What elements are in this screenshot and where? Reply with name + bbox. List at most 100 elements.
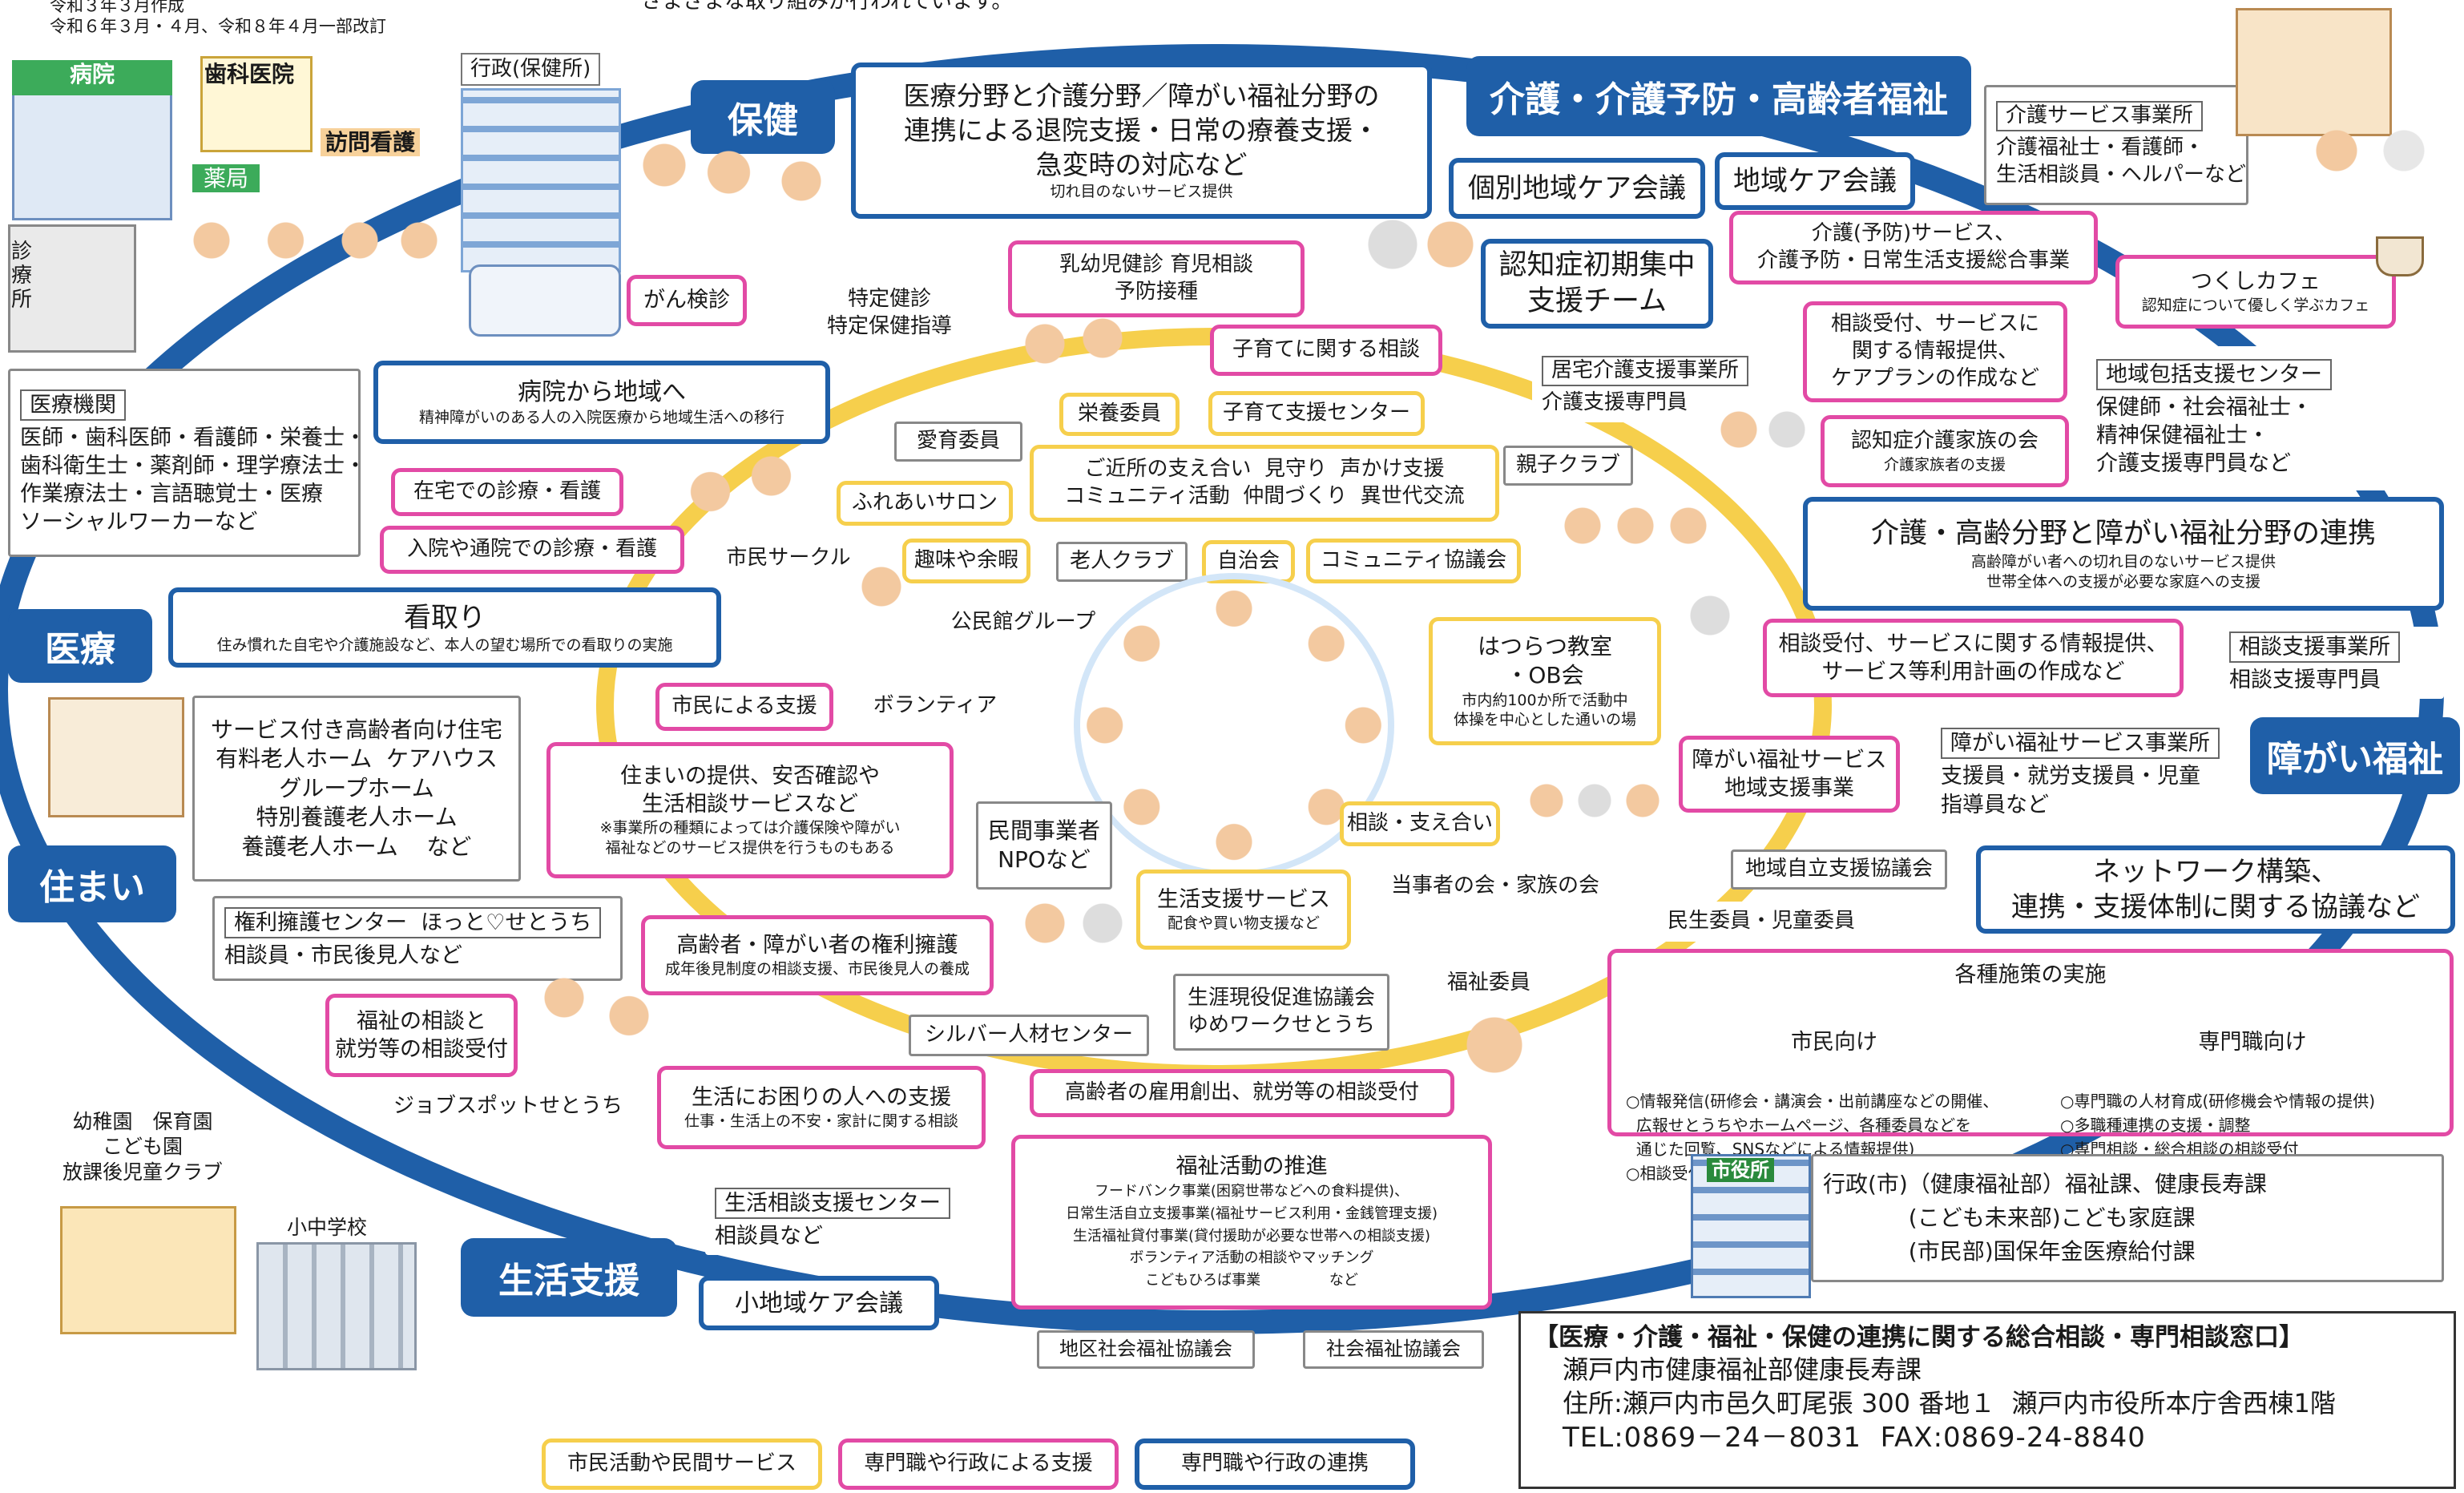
dementia-family-main: 認知症介護家族の会 (1850, 428, 2039, 453)
hospital-to-community-main: 病院から地域へ (518, 378, 686, 407)
kindergarten-building-icon (60, 1206, 236, 1334)
housing-provision-box: 住まいの提供、安否確認や 生活相談サービスなど ※事業所の種類によっては介護保険… (546, 742, 954, 878)
welfare-promotion-box: 福祉活動の推進 フードバンク事業(困窮世帯などへの食料提供)、 日常生活自立支援… (1011, 1135, 1492, 1309)
counseling-desk-illustration-icon (521, 962, 665, 1082)
category-seikatsu: 生活支援 (461, 1238, 677, 1317)
category-iryo: 医療 (8, 609, 152, 683)
neighbor-support: ご近所の支え合い 見守り 声かけ支援 コミュニティ活動 仲間づくり 異世代交流 (1030, 445, 1499, 522)
hospital-to-community-box: 病院から地域へ 精神障がいのある人の入院医療から地域生活への移行 (373, 361, 830, 444)
group-meeting-illustration-icon (1506, 761, 1667, 874)
medical-institution-body: 医師・歯科医師・看護師・栄養士・ 歯科衛生士・薬剤師・理学療法士・ 作業療法士・… (20, 425, 366, 535)
elderly-disability-link-box: 介護・高齢分野と障がい福祉分野の連携 高齢障がい者への切れ目のないサービス提供 … (1803, 497, 2444, 611)
inpatient-outpatient: 入院や通院での診療・看護 (380, 526, 684, 574)
advocacy-box: 高齢者・障がい者の権利擁護 成年後見制度の相談支援、市民後見人の養成 (641, 915, 994, 995)
advocacy-main: 高齢者・障がい者の権利擁護 (676, 933, 958, 958)
family-meeting-illustration-icon (1703, 401, 1823, 497)
date-lines: 令和３年３月作成 令和６年３月・４月、令和８年４月一部改訂 (50, 0, 386, 37)
advocacy-sub: 成年後見制度の相談支援、市民後見人の養成 (664, 960, 970, 979)
dementia-family-box: 認知症介護家族の会 介護家族者の支援 (1821, 415, 2069, 487)
admin-health-label: 行政(保健所) (461, 53, 601, 86)
small-area-meeting: 小地域ケア会議 (699, 1276, 939, 1330)
community-council: コミュニティ協議会 (1306, 539, 1521, 583)
individual-care-meeting: 個別地域ケア会議 (1449, 158, 1705, 219)
dementia-family-sub: 介護家族者の支援 (1883, 455, 2006, 474)
tsukushi-cafe-sub: 認知症について優しく学ぶカフェ (2141, 297, 2370, 315)
life-consult-center-body: 相談員など (715, 1224, 823, 1249)
disability-office-body: 支援員・就労支援員・児童 指導員など (1941, 764, 2200, 817)
area-care-meeting: 地域ケア会議 (1715, 152, 1915, 210)
nursery-label: 幼稚園 保育園 こども園 放課後児童クラブ (63, 1110, 224, 1184)
childcare-center: 子育て支援センター (1208, 391, 1425, 436)
caregiver-illustration-icon (2260, 96, 2452, 232)
discharge-support-main: 医療分野と介護分野／障がい福祉分野の 連携による退院支援・日常の療養支援・ 急変… (903, 79, 1380, 180)
citizen-support: 市民による支援 (655, 683, 833, 731)
contact-dept: 瀬戸内市健康福祉部健康長寿課 (1563, 1354, 1922, 1386)
community-center-title: 地域包括支援センター (2096, 358, 2332, 390)
disability-regional: 障がい福祉サービス 地域支援事業 (1679, 736, 1900, 813)
childcare-consult: 子育てに関する相談 (1210, 325, 1442, 376)
welfare-commissioner: 福祉委員 (1425, 963, 1553, 1003)
specific-checkup: 特定健診 特定保健指導 (809, 279, 970, 348)
home-visit-illustration-icon (657, 445, 809, 549)
tsukushi-cafe-box: つくしカフェ 認知症について優しく学ぶカフェ (2115, 255, 2396, 329)
lifetime-council: 生涯現役促進協議会 ゆめワークせとうち (1173, 974, 1389, 1051)
elderly-couple-illustration-icon (1002, 890, 1146, 1002)
care-service-office-title: 介護サービス事業所 (1996, 101, 2204, 132)
dental-building-icon (200, 56, 313, 152)
disability-office-box: 障がい福祉サービス事業所 支援員・就労支援員・児童 指導員など (1931, 721, 2220, 825)
district-council: 地区社会福祉協議会 (1037, 1330, 1255, 1369)
category-sumai: 住まい (8, 845, 176, 922)
school-label: 小中学校 (287, 1216, 368, 1239)
parent-child-illustration-icon (1538, 481, 1715, 593)
housing-list: サービス付き高齢者向け住宅 有料老人ホーム ケアハウス グループホーム 特別養護… (192, 696, 521, 882)
doctor-illustration-icon (769, 152, 833, 345)
school-building-icon (256, 1242, 417, 1370)
elderly-disability-link-sub: 高齢障がい者への切れ目のないサービス提供 世帯全体への支援が必要な家庭への支援 (1970, 553, 2276, 591)
clinic-building-icon (8, 224, 136, 353)
life-support-service-box: 生活支援サービス 配食や買い物支援など (1136, 870, 1351, 950)
care-service-office-body: 介護福祉士・看護師・ 生活相談員・ヘルパーなど (1996, 135, 2247, 187)
aiiku-member: 愛育委員 (894, 422, 1022, 462)
life-trouble-sub: 仕事・生活上の不安・家計に関する相談 (684, 1112, 958, 1131)
mitori-main: 看取り (404, 601, 486, 634)
advocacy-center-body: 相談員・市民後見人など (224, 943, 462, 968)
contact-title: 【医療・介護・福祉・保健の連携に関する総合相談・専門相談窓口】 (1534, 1323, 2304, 1352)
house-icon (48, 697, 184, 817)
nurse-patient-illustration-icon (609, 136, 793, 280)
parent-child-club: 親子クラブ (1503, 446, 1633, 486)
measures-citizen-head: 市民向け (1791, 1029, 1877, 1055)
job-spot: ジョブスポットせとうち (380, 1087, 636, 1127)
city-admin: 行政(市)（健康福祉部）福祉課、健康長寿課 (こども未来部)こども家庭課 (市民… (1811, 1154, 2444, 1282)
life-support-service-sub: 配食や買い物支援など (1167, 914, 1320, 933)
home-care-office-title: 居宅介護支援事業所 (1542, 356, 1749, 386)
disability-office-title: 障がい福祉サービス事業所 (1941, 728, 2220, 760)
coffee-cup-icon (2376, 236, 2424, 276)
housing-provision-sub: ※事業所の種類によっては介護保険や障がい 福祉などのサービス提供を行うものもある (599, 819, 901, 857)
intro-text: さまざまな取り組みが行われています。 (641, 0, 1013, 14)
hospital-to-community-sub: 精神障がいのある人の入院医療から地域生活への移行 (418, 409, 784, 427)
advocacy-center-title: 権利擁護センター ほっと♡せとうち (224, 906, 602, 938)
peer-family: 当事者の会・家族の会 (1375, 866, 1615, 907)
medical-staff-icon (152, 192, 449, 353)
consult-plan: 相談受付、サービスに関する情報提供、 サービス等利用計画の作成など (1763, 619, 2184, 697)
care-prevention-service: 介護(予防)サービス、 介護予防・日常生活支援総合事業 (1729, 211, 2098, 284)
bus-icon (469, 264, 621, 337)
regional-independence: 地域自立支援協議会 (1731, 849, 1947, 890)
life-support-service-main: 生活支援サービス (1157, 887, 1330, 913)
silver-center: シルバー人材センター (909, 1015, 1149, 1056)
cheering-elder-illustration-icon (1434, 1002, 1555, 1146)
life-trouble-main: 生活にお困りの人への支援 (692, 1085, 951, 1111)
nutrition-member: 栄養委員 (1059, 393, 1180, 436)
dementia-team-box: 認知症初期集中 支援チーム (1481, 239, 1713, 329)
consult-support-office-box: 相談支援事業所 相談支援専門員 (2220, 627, 2444, 699)
elderly-nurse-illustration-icon (1354, 208, 1482, 329)
welfare-member: 民生委員・児童委員 (1655, 902, 1867, 942)
hatsuratsu-main: はつらつ教室 ・OB会 (1477, 632, 1612, 689)
measures-box: 各種施策の実施 市民向け ○情報発信(研修会・講演会・出前講座などの開催、 広報… (1607, 949, 2454, 1183)
community-center-box: 地域包括支援センター 保健師・社会福祉士・ 精神保健福祉士・ 介護支援専門員など (2087, 346, 2423, 490)
hobby: 趣味や余暇 (902, 539, 1030, 583)
senior-club: 老人クラブ (1056, 542, 1188, 582)
home-medical: 在宅での診療・看護 (391, 468, 623, 516)
social-council: 社会福祉協議会 (1303, 1330, 1484, 1369)
golfer-illustration-icon (841, 553, 921, 665)
